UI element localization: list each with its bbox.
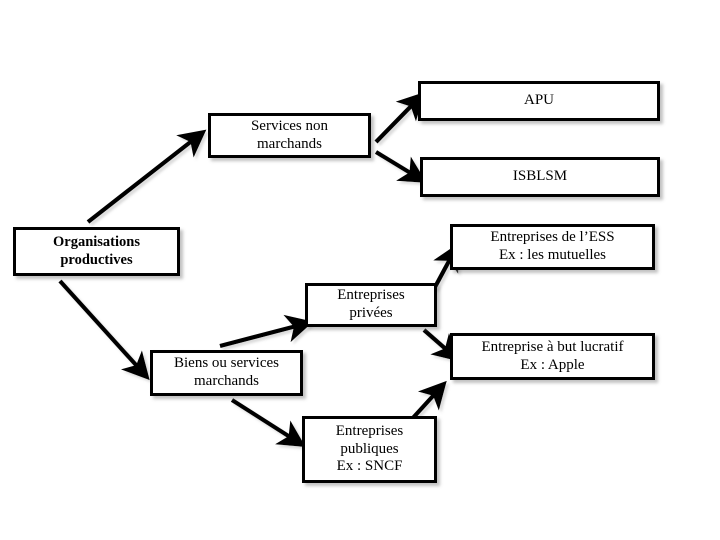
node-label: Biens ou services marchands [174, 355, 279, 389]
node-isblsm[interactable]: ISBLSM [420, 157, 660, 197]
node-label: Entreprises de l’ESS Ex : les mutuelles [490, 229, 615, 263]
edge-nonmarchands-to-apu [374, 92, 425, 144]
node-label: APU [523, 92, 554, 109]
edge-nonmarchands-to-isblsm [374, 150, 427, 183]
edge-root-to-nonmarchands [86, 129, 207, 224]
node-entreprises-ess[interactable]: Entreprises de l’ESS Ex : les mutuelles [450, 224, 655, 270]
node-label: ISBLSM [512, 168, 568, 185]
node-entreprise-but-lucratif[interactable]: Entreprise à but lucratif Ex : Apple [450, 333, 655, 380]
edge-marchands-to-publiques [230, 398, 306, 447]
node-entreprises-privees[interactable]: Entreprises privées [305, 283, 437, 327]
node-organisations-productives[interactable]: Organisations productives [13, 227, 180, 276]
node-biens-ou-services-marchands[interactable]: Biens ou services marchands [150, 350, 303, 396]
edge-root-to-marchands [58, 279, 150, 381]
node-label: Organisations productives [52, 234, 140, 268]
node-apu[interactable]: APU [418, 81, 660, 121]
node-label: Services non marchands [250, 117, 329, 152]
node-entreprises-publiques[interactable]: Entreprises publiques Ex : SNCF [302, 416, 437, 483]
edge-marchands-to-privees [219, 314, 314, 349]
node-label: Entreprises privées [337, 287, 405, 321]
node-services-non-marchands[interactable]: Services non marchands [208, 113, 371, 158]
node-label: Entreprises publiques Ex : SNCF [335, 422, 404, 475]
node-label: Entreprise à but lucratif Ex : Apple [481, 338, 624, 373]
